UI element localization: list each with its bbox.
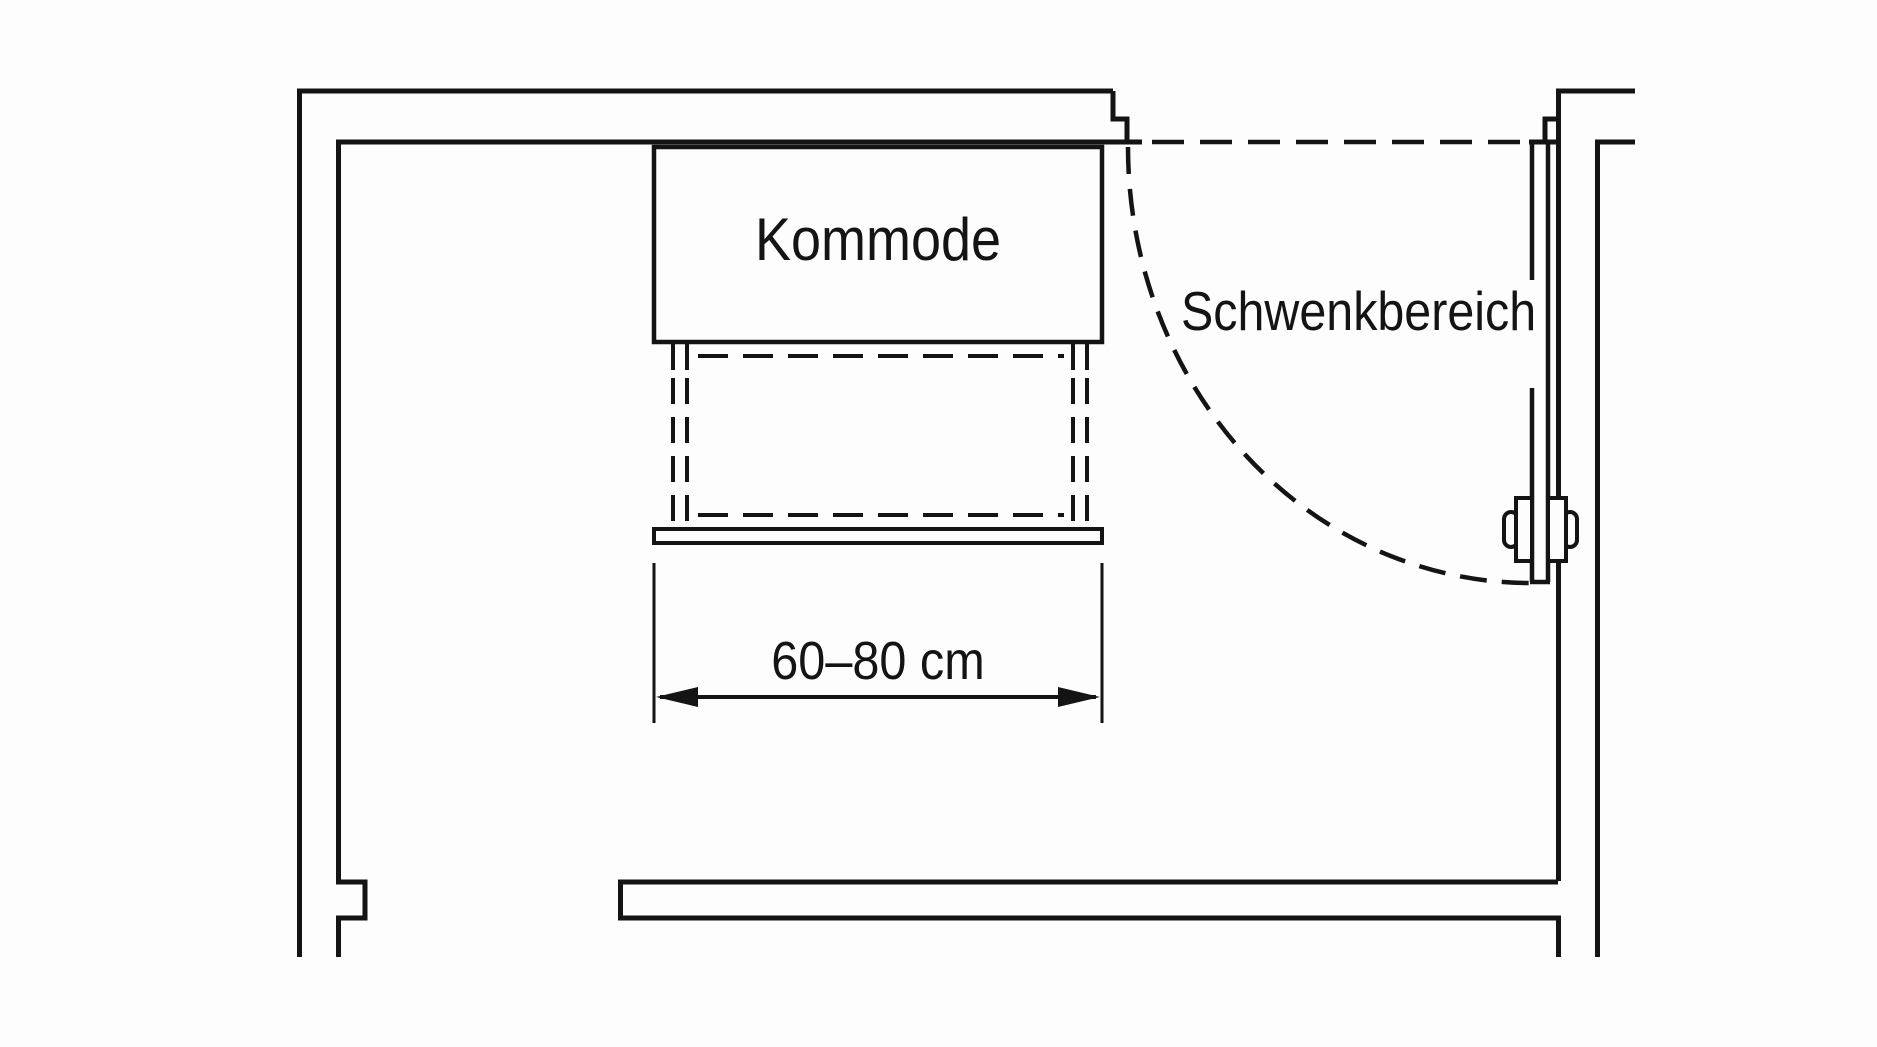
dimension-arrow-right xyxy=(1058,687,1100,707)
drawer-rail-stubs xyxy=(671,342,1089,370)
door-jamb-right xyxy=(1542,116,1558,143)
dresser xyxy=(651,144,1105,545)
wall-right-top-outer xyxy=(1556,88,1635,881)
door-handle-plate-right xyxy=(1546,496,1568,563)
dimension-extension-lines xyxy=(652,563,1104,723)
drawer-outline-dashed xyxy=(698,354,1064,517)
wall-bottom xyxy=(618,879,1561,957)
dresser-body xyxy=(651,144,1105,345)
dimension xyxy=(652,563,1104,723)
drawer-rails-dashed xyxy=(671,378,1089,528)
wall-right-top-inner xyxy=(1595,139,1635,957)
dimension-arrow-left xyxy=(656,687,698,707)
dresser-label: Kommode xyxy=(754,206,1002,273)
door xyxy=(1125,139,1579,586)
room-walls xyxy=(297,88,1635,957)
drawer-front-panel xyxy=(652,527,1104,545)
dimension-label: 60–80 cm xyxy=(771,631,985,691)
wall-left-top-outer xyxy=(297,88,1113,957)
wall-left-top-inner xyxy=(336,139,1142,957)
door-handle-plate-left xyxy=(1514,496,1534,563)
door-swing-area-label: Schwenkbereich xyxy=(1181,280,1537,342)
door-jamb-left xyxy=(1110,91,1130,143)
door-swing-arc xyxy=(1125,146,1531,586)
